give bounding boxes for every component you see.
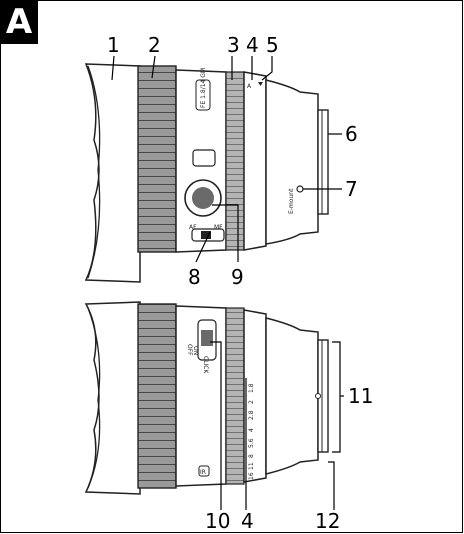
callout-3: 3 xyxy=(227,33,240,57)
svg-text:CLICK: CLICK xyxy=(202,356,209,374)
bottom-callout-lines xyxy=(210,341,344,510)
svg-text:2: 2 xyxy=(248,400,255,404)
callout-6: 6 xyxy=(345,122,358,146)
bottom-callouts: 10 4 11 12 xyxy=(205,384,373,533)
aperture-scale: 1.8 2 2.8 4 5.6 8 11 16 xyxy=(248,383,255,480)
callout-5: 5 xyxy=(266,33,279,57)
top-callout-lines xyxy=(111,55,342,263)
callout-1: 1 xyxy=(107,33,120,57)
callout-4-bottom: 4 xyxy=(241,509,254,533)
svg-text:11: 11 xyxy=(248,462,255,470)
callout-9: 9 xyxy=(231,265,244,289)
lens-bottom-view: OFF ON CLICK IR 1.8 2 2.8 4 5.6 8 11 16 xyxy=(84,301,329,495)
svg-text:FE 1.8/14 GM: FE 1.8/14 GM xyxy=(200,68,207,108)
svg-text:2.8: 2.8 xyxy=(248,410,255,420)
callout-8: 8 xyxy=(188,265,201,289)
callout-4: 4 xyxy=(246,33,259,57)
callout-10: 10 xyxy=(205,509,230,533)
svg-text:E-mount: E-mount xyxy=(288,188,295,214)
lock-badge xyxy=(198,465,210,477)
rear-barrel xyxy=(243,71,267,251)
mount-contacts-dot xyxy=(315,393,321,399)
svg-text:16: 16 xyxy=(248,472,255,480)
focus-ring-bottom xyxy=(137,303,177,489)
svg-text:OFF: OFF xyxy=(186,344,193,356)
svg-text:A: A xyxy=(247,83,252,90)
svg-text:8: 8 xyxy=(248,454,255,458)
focus-hold-window xyxy=(192,149,216,167)
mounting-index xyxy=(296,185,304,193)
lens-hood xyxy=(84,63,141,283)
top-callouts: 1 2 3 4 5 6 7 8 9 xyxy=(107,33,358,289)
svg-text:AF: AF xyxy=(189,224,197,231)
mount-section xyxy=(265,79,319,245)
mount-flange xyxy=(317,109,329,215)
svg-text:4: 4 xyxy=(248,428,255,432)
svg-text:MF: MF xyxy=(214,224,223,231)
callout-7: 7 xyxy=(345,177,358,201)
callout-12: 12 xyxy=(315,509,340,533)
rear-barrel-bottom xyxy=(243,309,267,483)
lens-top-view: FE 1.8/14 GM AF MF A E-mount xyxy=(84,63,329,283)
focus-ring xyxy=(137,65,177,253)
svg-text:IR: IR xyxy=(200,469,206,476)
panel-label: A xyxy=(0,0,38,44)
lens-hood-bottom xyxy=(84,301,141,495)
svg-text:1.8: 1.8 xyxy=(248,383,255,393)
svg-text:ON: ON xyxy=(192,346,199,355)
mount-section-bottom xyxy=(265,317,319,475)
aperture-ring-bottom xyxy=(225,307,245,485)
model-badge xyxy=(195,79,211,111)
callout-11: 11 xyxy=(348,384,373,408)
svg-text:5.6: 5.6 xyxy=(248,438,255,448)
callout-2: 2 xyxy=(148,33,161,57)
aperture-ring xyxy=(225,71,245,251)
